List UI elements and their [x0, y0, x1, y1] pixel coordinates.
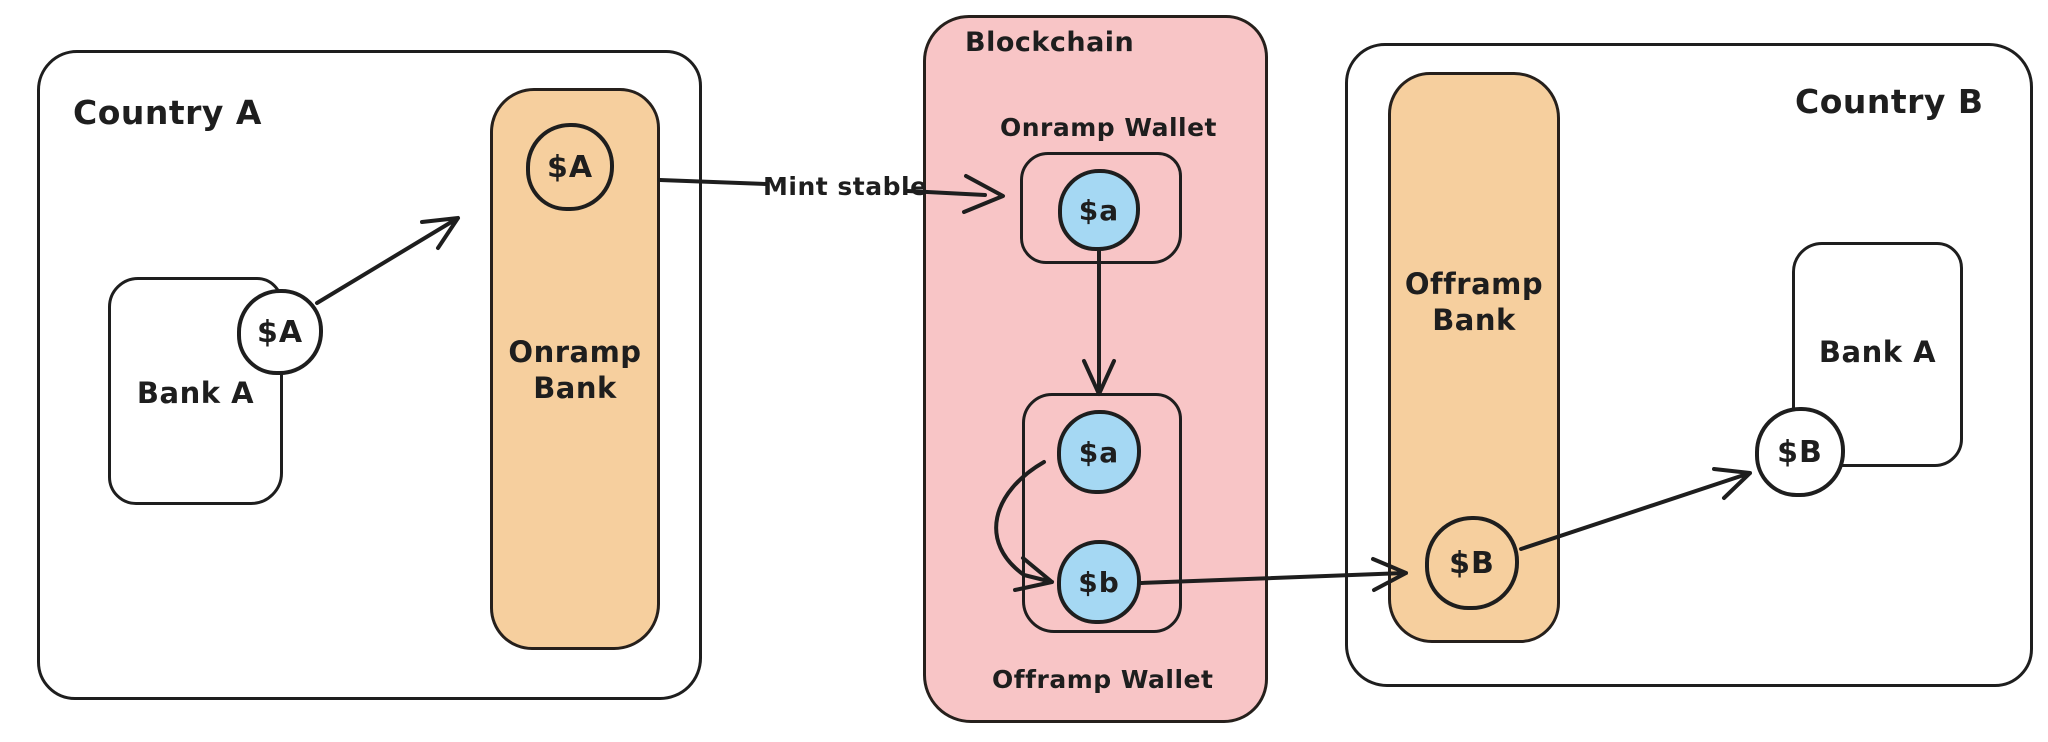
blockchain-title: Blockchain	[965, 27, 1135, 58]
onramp-bank-label-line1: Onramp	[508, 335, 642, 369]
coin-offramp-wallet-a: $a	[1057, 410, 1141, 494]
coin-offramp-bank-currency: $B	[1425, 516, 1519, 610]
coin-onramp-bank-currency: $A	[526, 123, 614, 211]
offramp-bank-label-line2: Bank	[1432, 303, 1516, 337]
bank-a-label: Bank A	[136, 376, 255, 410]
offramp-bank-label-line1: Offramp	[1404, 267, 1544, 301]
country-b-title: Country B	[1795, 82, 1984, 121]
coin-offramp-wallet-b: $b	[1057, 540, 1141, 624]
bank-a-country-b-label: Bank A	[1818, 335, 1937, 369]
onramp-wallet-label: Onramp Wallet	[1000, 113, 1217, 142]
mint-stable-label: Mint stable	[763, 172, 928, 201]
country-a-title: Country A	[73, 93, 262, 132]
offramp-wallet-label: Offramp Wallet	[992, 665, 1214, 694]
coin-bank-a-currency: $A	[237, 289, 323, 375]
onramp-bank-label-line2: Bank	[533, 371, 617, 405]
coin-onramp-wallet: $a	[1058, 169, 1140, 251]
coin-bank-country-b-currency: $B	[1755, 407, 1845, 497]
